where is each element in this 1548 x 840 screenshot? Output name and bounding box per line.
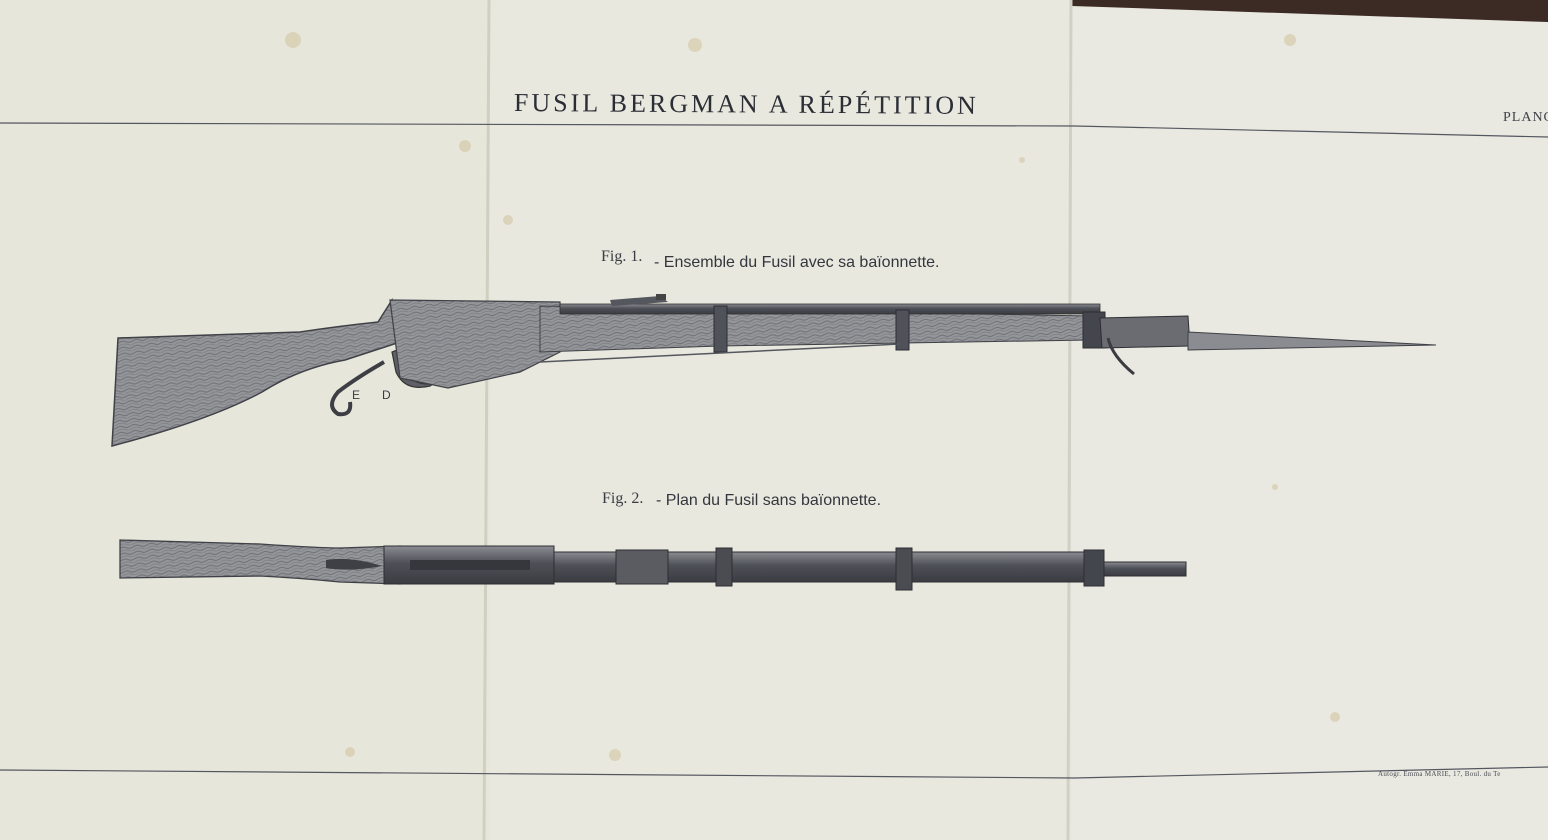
printer-imprint: Autogr. Emma MARIE, 17, Boul. du Te <box>1378 770 1501 778</box>
plan-muzzle <box>1103 561 1187 577</box>
rifle-plan-view <box>119 539 1187 591</box>
rifle-with-bayonet <box>111 294 1437 447</box>
figure-1-caption: - Ensemble du Fusil avec sa baïonnette. <box>654 254 940 271</box>
figure-2-number: Fig. 2. <box>602 490 644 507</box>
rear-sight <box>610 296 668 306</box>
band-2 <box>895 309 910 351</box>
plate-number-label: PLANC <box>1503 110 1548 125</box>
figure-1-number: Fig. 1. <box>601 248 643 265</box>
plate-title: FUSIL BERGMAN A RÉPÉTITION <box>513 88 979 120</box>
border-rules <box>0 122 1548 779</box>
figure-1-label-d: D <box>382 388 391 402</box>
rifle-stock <box>111 298 401 447</box>
barrel <box>559 303 1101 315</box>
bayonet-grip-hook <box>1106 337 1135 376</box>
bayonet-blade <box>1187 331 1437 351</box>
trigger <box>330 360 385 417</box>
sling <box>539 343 901 363</box>
plan-band-2 <box>895 547 913 591</box>
figure-1-label-e: E <box>352 388 361 402</box>
bayonet-hilt <box>1099 315 1191 349</box>
plan-band-1 <box>715 547 733 587</box>
figure-2-caption: - Plan du Fusil sans baïonnette. <box>656 492 882 509</box>
plan-muzzle-band <box>1083 549 1105 587</box>
receiver <box>389 299 561 389</box>
foxing-spots <box>285 32 1340 761</box>
band-1 <box>713 305 728 353</box>
